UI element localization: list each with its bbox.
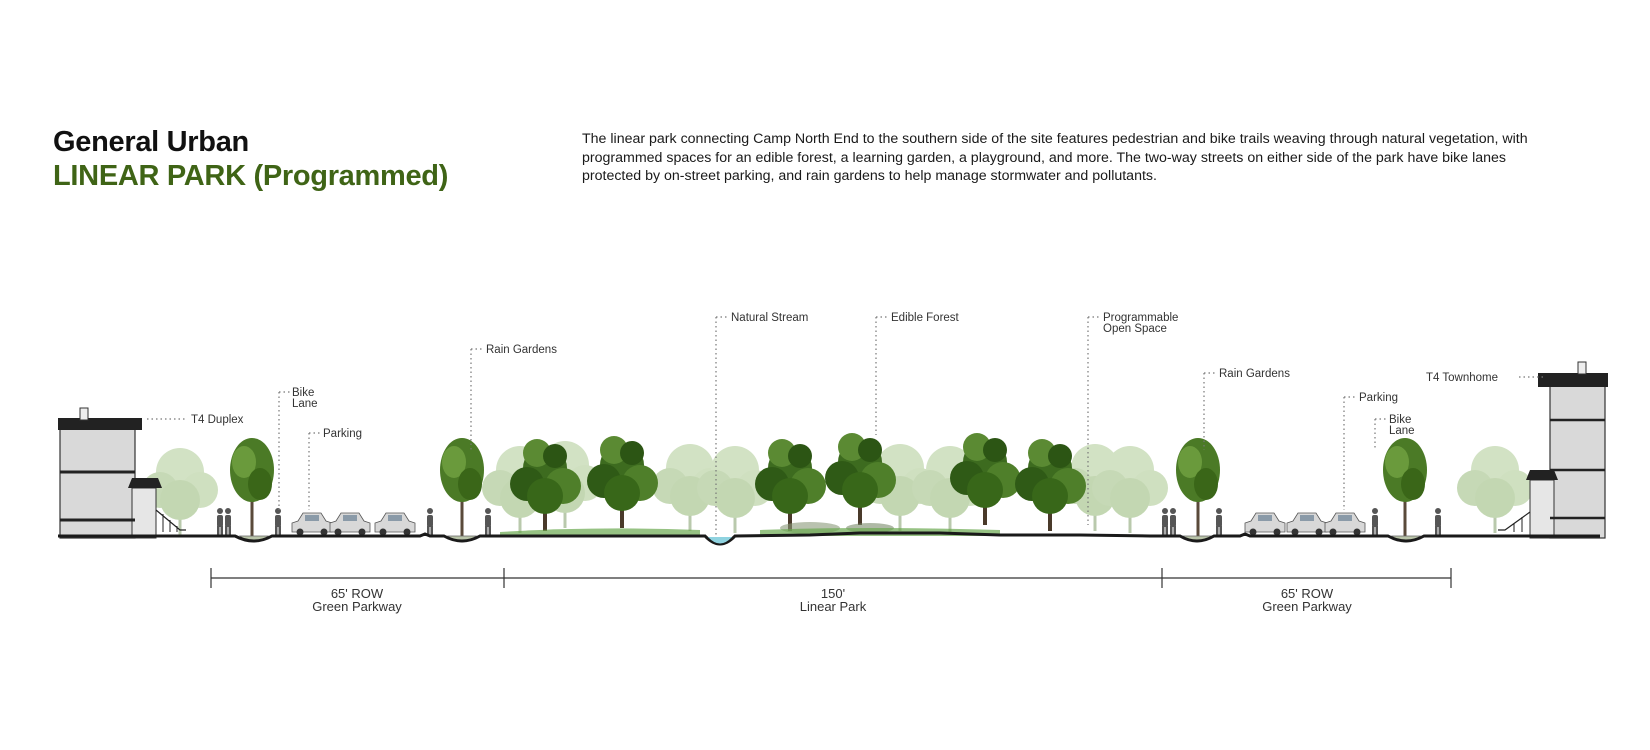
section-subtitle: LINEAR PARK (Programmed) bbox=[53, 160, 449, 192]
dimension-lines bbox=[210, 568, 1452, 588]
callout-rain-gardens-right: Rain Gardens bbox=[1219, 368, 1290, 380]
callout-bike-lane-right-2: Lane bbox=[1389, 425, 1415, 437]
dim-right-parkway: Green Parkway bbox=[1262, 599, 1352, 614]
dim-left-parkway: Green Parkway bbox=[312, 599, 402, 614]
callout-parking-right: Parking bbox=[1359, 392, 1398, 404]
duplex-building bbox=[58, 407, 186, 539]
description-paragraph: The linear park connecting Camp North En… bbox=[582, 131, 1528, 184]
dim-left-row: 65' ROW bbox=[331, 586, 384, 601]
dim-park-label: Linear Park bbox=[800, 599, 867, 614]
callout-t4-townhome: T4 Townhome bbox=[1426, 372, 1498, 384]
callout-leaders bbox=[147, 316, 1546, 535]
callout-rain-gardens-left: Rain Gardens bbox=[486, 344, 557, 356]
callout-open-space-2: Open Space bbox=[1103, 323, 1167, 335]
stream-water bbox=[708, 537, 732, 544]
callout-edible-forest: Edible Forest bbox=[891, 312, 960, 324]
dim-right-row: 65' ROW bbox=[1281, 586, 1334, 601]
callout-bike-lane-left-1: Bike bbox=[292, 387, 314, 399]
callout-open-space-1: Programmable bbox=[1103, 312, 1178, 324]
callout-t4-duplex: T4 Duplex bbox=[191, 414, 244, 426]
dim-park-width: 150' bbox=[821, 586, 845, 601]
callout-parking-left: Parking bbox=[323, 428, 362, 440]
section-title: General Urban bbox=[53, 126, 249, 158]
callout-natural-stream: Natural Stream bbox=[731, 312, 808, 324]
callout-bike-lane-right-1: Bike bbox=[1389, 414, 1411, 426]
ground-line bbox=[58, 531, 1600, 546]
callout-bike-lane-left-2: Lane bbox=[292, 398, 318, 410]
townhome-building bbox=[1498, 361, 1608, 539]
park-trees bbox=[510, 433, 1086, 531]
